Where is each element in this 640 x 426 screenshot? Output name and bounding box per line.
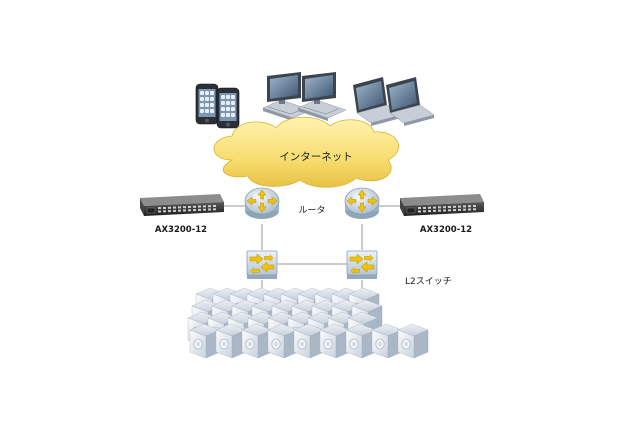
l2-switch-icon bbox=[246, 250, 278, 280]
connection-lines bbox=[205, 205, 420, 298]
server-icon bbox=[397, 323, 429, 359]
router-icon bbox=[344, 187, 380, 220]
right-device-label: AX3200-12 bbox=[420, 225, 472, 235]
rack-switch-icon bbox=[399, 193, 485, 217]
server-icon bbox=[241, 323, 273, 359]
smartphone-icon bbox=[216, 87, 240, 129]
server-icon bbox=[345, 323, 377, 359]
internet-cloud-icon: インターネット bbox=[213, 116, 399, 188]
router-icon bbox=[244, 187, 280, 220]
server-icon bbox=[215, 323, 247, 359]
server-farm bbox=[187, 287, 429, 359]
left-device-label: AX3200-12 bbox=[155, 225, 207, 235]
left-device: AX3200-12 bbox=[139, 193, 225, 235]
server-icon bbox=[371, 323, 403, 359]
l2-switch-icon bbox=[346, 250, 378, 280]
server-icon bbox=[189, 323, 221, 359]
server-icon bbox=[293, 323, 325, 359]
cloud-label: インターネット bbox=[279, 151, 353, 163]
desktop-pc-icon bbox=[297, 71, 347, 122]
right-device: AX3200-12 bbox=[399, 193, 485, 235]
switch-label: L2スイッチ bbox=[405, 276, 452, 287]
smartphone-icon bbox=[195, 83, 219, 125]
router-label: ルータ bbox=[298, 205, 325, 216]
rack-switch-icon bbox=[139, 193, 225, 217]
server-icon bbox=[319, 323, 351, 359]
server-icon bbox=[267, 323, 299, 359]
